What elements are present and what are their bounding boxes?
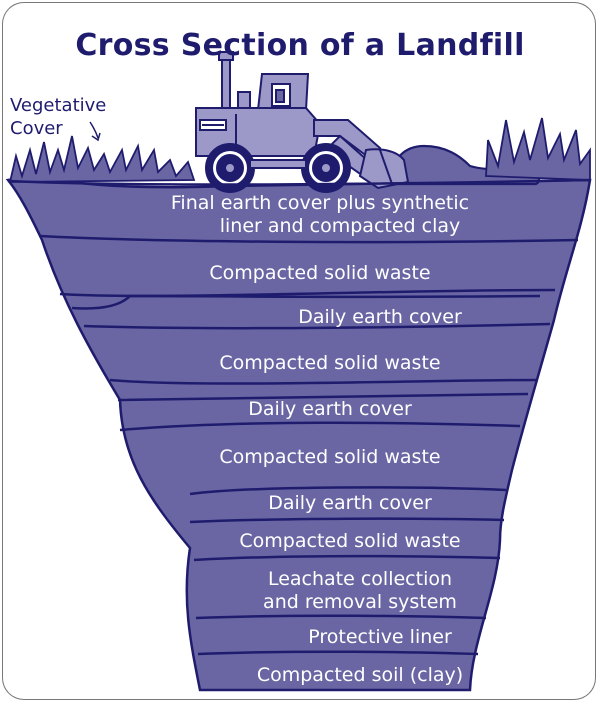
layer-label-solid-waste-1: Compacted solid waste — [120, 262, 520, 285]
layer-boundaries — [39, 234, 579, 656]
layer-label-daily-cover-1: Daily earth cover — [200, 306, 560, 329]
vegetative-cover-label: Vegetative Cover — [10, 94, 106, 140]
layer-label-line: Daily earth cover — [268, 492, 432, 514]
layer-label-daily-cover-2: Daily earth cover — [130, 398, 530, 421]
layer-label-line: Compacted solid waste — [219, 446, 441, 468]
layer-label-compacted-soil: Compacted soil (clay) — [130, 664, 590, 687]
ground-surface — [7, 178, 591, 186]
layer-label-line: Daily earth cover — [298, 306, 462, 328]
layer-label-line: Compacted soil (clay) — [256, 664, 464, 686]
layer-label-line: Compacted solid waste — [219, 352, 441, 374]
layer-label-line: Protective liner — [308, 626, 452, 648]
page-title: Cross Section of a Landfill — [75, 28, 525, 63]
bulldozer — [195, 51, 410, 193]
layer-label-line: liner and compacted clay — [219, 215, 461, 237]
vegetative-cover-label-line-2: Cover — [10, 118, 63, 139]
layer-label-leachate: Leachate collection and removal system — [130, 568, 590, 614]
layer-label-final-cover: Final earth cover plus synthetic liner a… — [100, 192, 540, 238]
layer-label-daily-cover-3: Daily earth cover — [150, 492, 550, 515]
layer-label-line: Compacted solid waste — [209, 262, 431, 284]
layer-label-line: Leachate collection — [267, 568, 453, 590]
layer-label-line: Daily earth cover — [248, 398, 412, 420]
grass-left — [8, 135, 196, 183]
layer-label-solid-waste-2: Compacted solid waste — [130, 352, 530, 375]
layer-label-line: and removal system — [263, 591, 457, 613]
front-wheel — [301, 143, 351, 193]
rear-wheel — [205, 143, 255, 193]
layer-label-solid-waste-4: Compacted solid waste — [130, 530, 570, 553]
layer-label-line: Final earth cover plus synthetic — [170, 192, 470, 214]
layer-label-solid-waste-3: Compacted solid waste — [130, 446, 530, 469]
layer-label-line: Compacted solid waste — [239, 530, 461, 552]
vegetative-cover-label-line-1: Vegetative — [10, 95, 107, 116]
grass-right — [485, 117, 591, 181]
vegetative-cover-arrow — [89, 121, 101, 142]
layer-label-protective-liner: Protective liner — [170, 626, 590, 649]
